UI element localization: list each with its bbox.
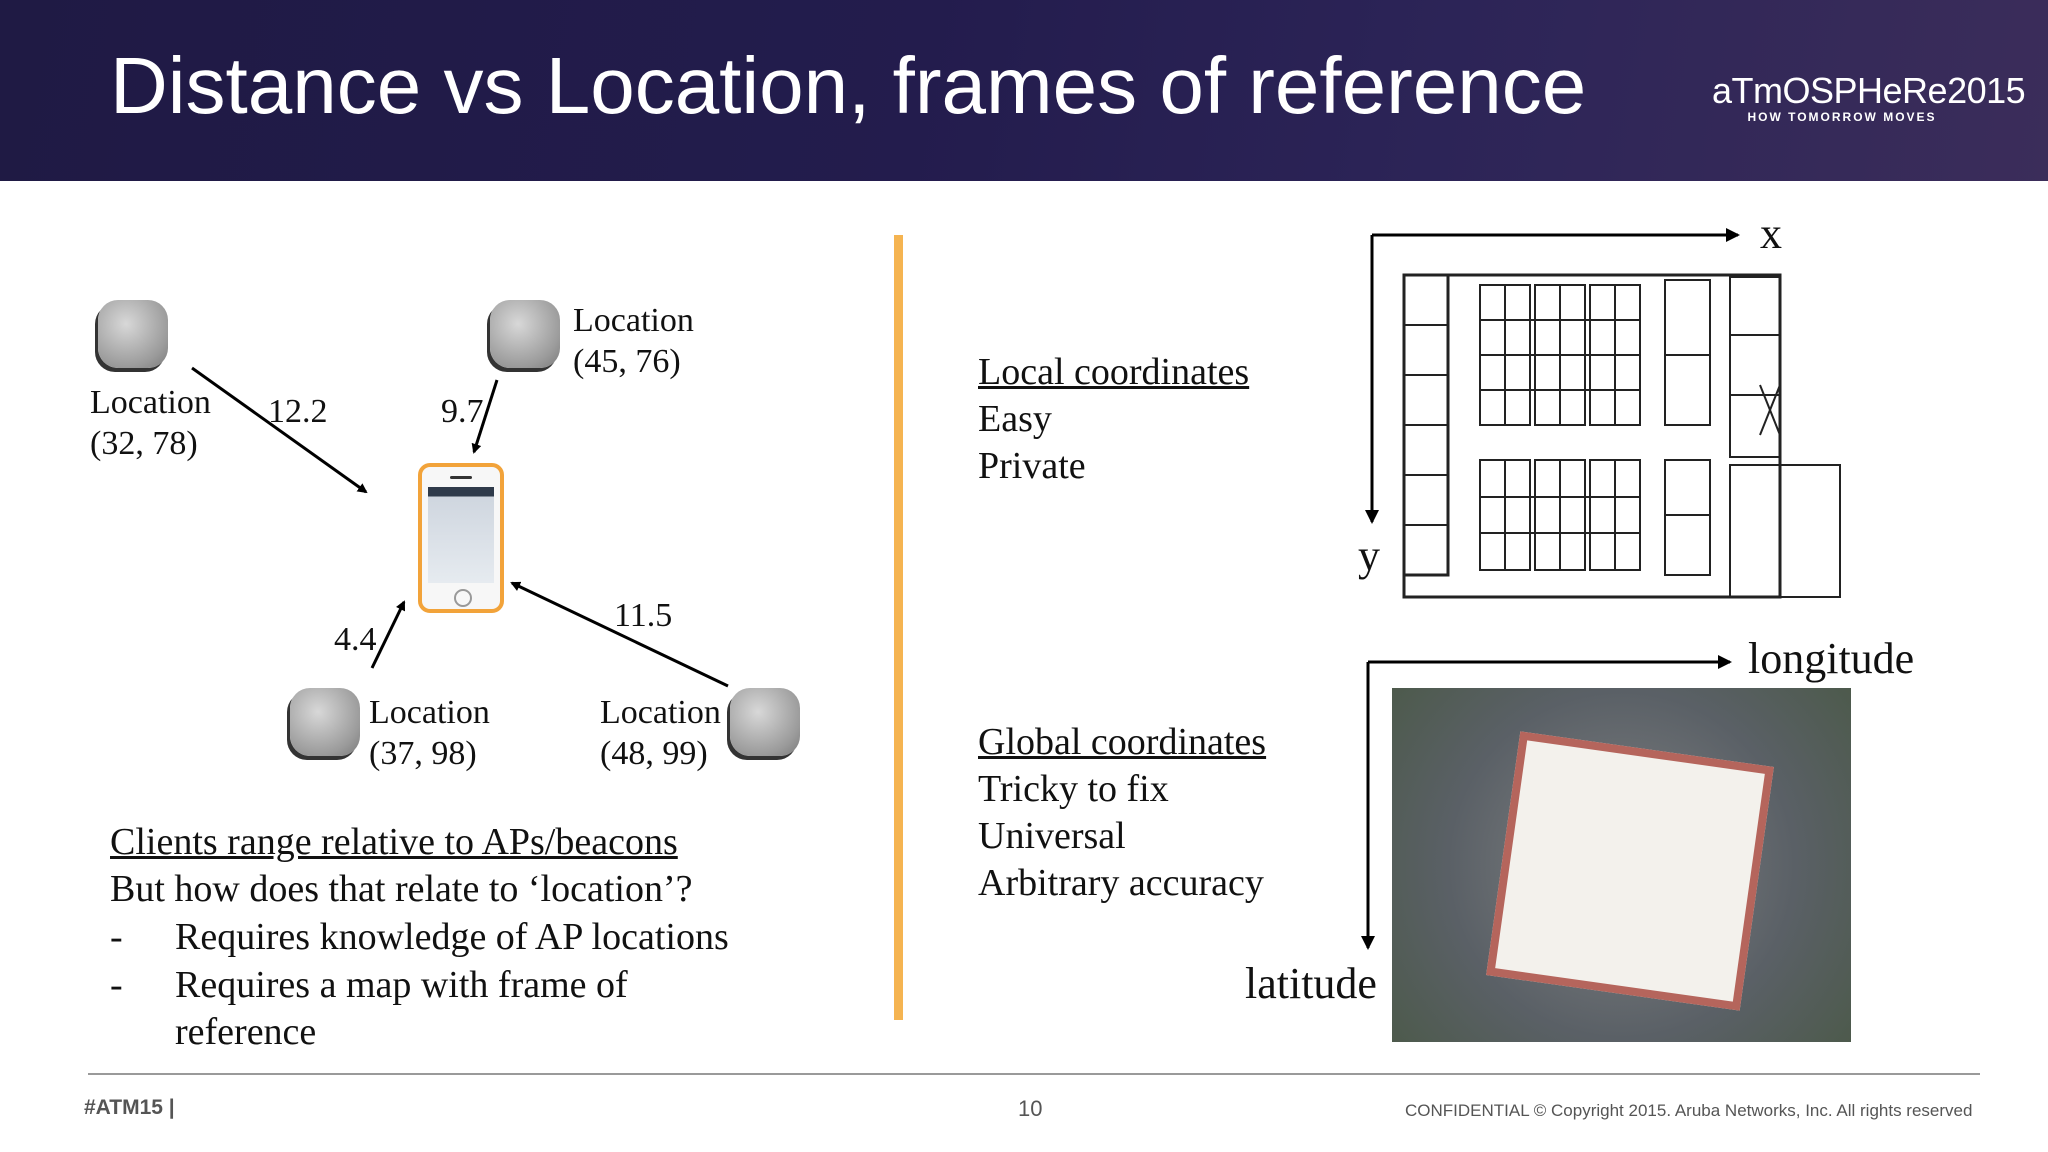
- ap-4-label: Location (48, 99): [600, 692, 721, 774]
- bullet-2-dash: -: [110, 964, 123, 1006]
- ap-2-coords: (45, 76): [573, 343, 681, 380]
- aerial-photo: [1392, 688, 1851, 1042]
- floorplan-map: [1402, 273, 1841, 599]
- arrow-ap2: [471, 379, 499, 454]
- ap-1-label: Location (32, 78): [90, 382, 211, 464]
- local-x-label: x: [1760, 209, 1782, 258]
- vertical-divider: [894, 235, 903, 1020]
- slide-title: Distance vs Location, frames of referenc…: [110, 41, 1587, 130]
- distance-ap3: 4.4: [334, 621, 377, 658]
- phone-home-button: [454, 589, 472, 607]
- footer-hashtag: #ATM15 |: [84, 1096, 175, 1119]
- ap-1-icon: [98, 300, 168, 368]
- local-heading: Local coordinates: [978, 351, 1250, 393]
- phone-screen: [428, 487, 494, 583]
- distance-ap2: 9.7: [441, 393, 484, 430]
- ap-1-coords: (32, 78): [90, 425, 198, 462]
- phone-client-icon: [418, 463, 504, 613]
- brand-tagline: HOW TOMORROW MOVES: [1747, 110, 1937, 124]
- local-y-label: y: [1358, 531, 1380, 580]
- left-line: But how does that relate to ‘location’?: [110, 868, 693, 910]
- ap-4-icon: [730, 688, 800, 756]
- arrow-ap4: [510, 581, 729, 688]
- ap-2-icon: [490, 300, 560, 368]
- ap-4-coords: (48, 99): [600, 735, 708, 772]
- bullet-2-continued: reference: [175, 1011, 317, 1053]
- ap-3-title: Location: [369, 694, 490, 731]
- global-item-3: Arbitrary accuracy: [978, 862, 1264, 904]
- bullet-1-dash: -: [110, 916, 123, 958]
- bullet-2-text: Requires a map with frame of: [175, 964, 628, 1006]
- global-heading: Global coordinates: [978, 721, 1267, 763]
- phone-speaker: [450, 476, 472, 479]
- slide-header: Distance vs Location, frames of referenc…: [0, 0, 2048, 181]
- footer-copyright: CONFIDENTIAL © Copyright 2015. Aruba Net…: [1405, 1101, 1973, 1120]
- ap-4-title: Location: [600, 694, 721, 731]
- arrow-ap1: [191, 366, 368, 494]
- arrow-ap3: [370, 600, 406, 669]
- distance-ap4: 11.5: [614, 597, 673, 634]
- ap-2-title: Location: [573, 302, 694, 339]
- bullet-1-text: Requires knowledge of AP locations: [175, 916, 729, 958]
- left-heading: Clients range relative to APs/beacons: [110, 821, 678, 863]
- local-item-private: Private: [978, 445, 1086, 487]
- ap-1-title: Location: [90, 384, 211, 421]
- ap-3-coords: (37, 98): [369, 735, 477, 772]
- ap-2-label: Location (45, 76): [573, 300, 694, 382]
- local-item-easy: Easy: [978, 398, 1052, 440]
- distance-ap1: 12.2: [268, 393, 328, 430]
- global-y-label: latitude: [1245, 959, 1377, 1008]
- ap-3-label: Location (37, 98): [369, 692, 490, 774]
- global-item-2: Universal: [978, 815, 1126, 857]
- global-x-label: longitude: [1748, 634, 1915, 683]
- global-item-1: Tricky to fix: [978, 768, 1169, 810]
- ap-3-icon: [290, 688, 360, 756]
- page-number: 10: [1018, 1096, 1043, 1121]
- footer-rule: [88, 1073, 1980, 1075]
- building-roof: [1486, 731, 1774, 1011]
